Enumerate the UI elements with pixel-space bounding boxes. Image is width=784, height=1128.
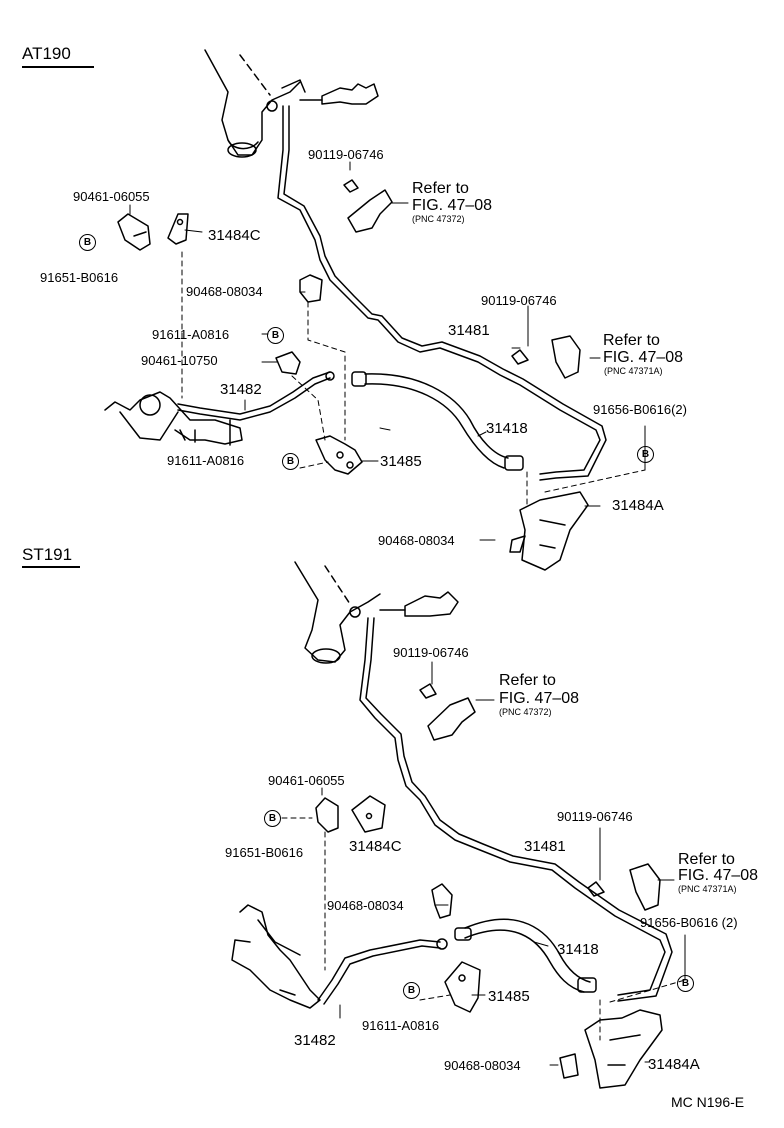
part-31482: 31482 [294, 1032, 336, 1049]
section-title-st191: ST191 [22, 545, 73, 564]
part-90461-06055: 90461-06055 [268, 773, 345, 788]
b-mark-icon: B [677, 975, 694, 992]
clutch-release-cylinder-st191 [231, 904, 321, 1009]
b-mark-icon: B [267, 327, 284, 344]
part-31482: 31482 [220, 381, 262, 398]
refer-to-top-pnc: (PNC 47372) [412, 214, 465, 224]
bracket-47371a-at190 [511, 335, 581, 379]
bracket-47371a-st191 [587, 863, 661, 911]
part-90468-08034-upper: 90468-08034 [186, 284, 263, 299]
refer-to-mid-line2: FIG. 47–08 [603, 349, 684, 366]
section-title-underline-st191 [22, 566, 80, 568]
refer-to-top-line1: Refer to [412, 180, 469, 197]
section-title-underline-at190 [22, 66, 94, 68]
bracket-47372-at190 [343, 179, 393, 233]
figure-code: MC N196-E [671, 1094, 745, 1110]
part-90468-08034-lower: 90468-08034 [444, 1058, 521, 1073]
part-90468-08034-upper: 90468-08034 [327, 898, 404, 913]
part-90468-08034-lower: 90468-08034 [378, 533, 455, 548]
refer-to-top-pnc: (PNC 47372) [499, 707, 552, 717]
part-90119-06746-top: 90119-06746 [308, 147, 384, 162]
part-31418: 31418 [486, 420, 528, 437]
b-mark-icon: B [637, 446, 654, 463]
leader-lines-st191 [281, 661, 686, 1066]
bolt-90461-10750-at190 [275, 351, 301, 375]
bracket-47372-st191 [419, 683, 476, 741]
refer-to-mid-line1: Refer to [678, 851, 735, 868]
part-91656-b0616-2: 91656-B0616(2) [593, 402, 687, 417]
section-title-at190: AT190 [22, 44, 71, 63]
refer-to-top-line2: FIG. 47–08 [499, 690, 580, 707]
bracket-31484c-at190 [167, 213, 189, 245]
bracket-31484c-st191 [351, 795, 386, 833]
part-31484a: 31484A [612, 497, 664, 514]
part-91611-a0816-upper: 91611-A0816 [152, 327, 230, 342]
transmission-housing-st191 [294, 561, 381, 664]
clutch-master-cylinder-top-at190 [266, 83, 379, 112]
part-90119-06746-right: 90119-06746 [557, 809, 633, 824]
part-91656-b0616-2: 91656-B0616 (2) [640, 915, 738, 930]
tube-31482-at190 [177, 371, 335, 421]
refer-to-top-line1: Refer to [499, 672, 556, 689]
bracket-31485-at190 [315, 435, 363, 475]
transmission-housing-at190 [204, 49, 306, 158]
leader-lines-at190 [129, 161, 646, 541]
part-91651-b0616: 91651-B0616 [40, 270, 119, 285]
part-31481: 31481 [524, 838, 566, 855]
refer-to-mid-pnc: (PNC 47371A) [678, 884, 737, 894]
refer-to-mid-line2: FIG. 47–08 [678, 867, 759, 884]
refer-to-mid-line1: Refer to [603, 332, 660, 349]
bracket-31485-st191 [444, 961, 481, 1013]
part-90461-06055: 90461-06055 [73, 189, 150, 204]
part-31484a: 31484A [648, 1056, 700, 1073]
clip-90468-08034-st191 [431, 883, 579, 1079]
part-90461-10750: 90461-10750 [141, 353, 218, 368]
hose-31418-st191 [454, 918, 597, 993]
part-90119-06746-top: 90119-06746 [393, 645, 469, 660]
clip-90468-08034-at190 [299, 274, 526, 553]
clutch-master-cylinder-top-st191 [349, 591, 459, 618]
b-mark-icon: B [264, 810, 281, 827]
b-mark-icon: B [403, 982, 420, 999]
part-31485: 31485 [488, 988, 530, 1005]
bolt-90461-06055-at190 [117, 213, 151, 251]
hose-31418-at190 [351, 371, 524, 471]
tube-31481-at190 [277, 105, 607, 481]
b-mark-icon: B [79, 234, 96, 251]
b-mark-icon: B [282, 453, 299, 470]
part-90119-06746-right: 90119-06746 [481, 293, 557, 308]
bracket-31484a-at190 [519, 491, 589, 571]
part-91651-b0616: 91651-B0616 [225, 845, 304, 860]
refer-to-mid-pnc: (PNC 47371A) [604, 366, 663, 376]
part-31418: 31418 [557, 941, 599, 958]
part-31481: 31481 [448, 322, 490, 339]
part-91611-a0816-lower: 91611-A0816 [167, 453, 245, 468]
tube-31482-st191 [317, 938, 448, 1005]
part-91611-a0816: 91611-A0816 [362, 1018, 440, 1033]
part-31484c: 31484C [208, 227, 261, 244]
tube-31481-st191 [359, 617, 673, 1002]
part-31485: 31485 [380, 453, 422, 470]
bracket-31484a-st191 [584, 1009, 663, 1089]
part-31484c: 31484C [349, 838, 402, 855]
clutch-release-cylinder-at190 [104, 391, 243, 446]
bolt-90461-06055-st191 [315, 797, 339, 833]
refer-to-top-line2: FIG. 47–08 [412, 197, 493, 214]
